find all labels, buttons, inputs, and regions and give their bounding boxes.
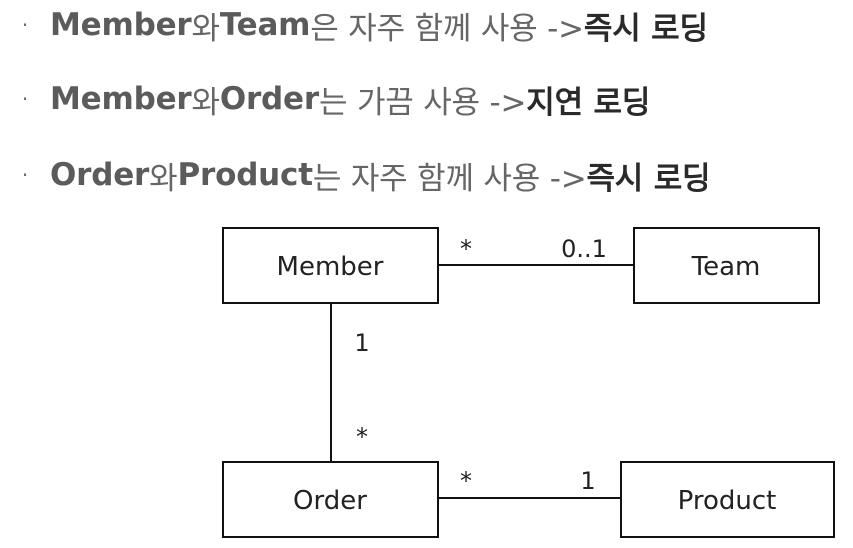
bullet-marker: · [21, 13, 29, 37]
entity-box [222, 461, 439, 538]
bullet-entity-b: Product [177, 157, 313, 193]
bullet-entity-a: Member [50, 7, 192, 43]
multiplicity-member-team-member-end: * [460, 235, 472, 263]
entity-box [633, 227, 820, 304]
bullet-description: 은 자주 함께 사용 -> [310, 10, 584, 47]
multiplicity-member-order-member-end: 1 [354, 329, 369, 357]
entity-member[interactable]: Member [222, 227, 439, 304]
entity-product[interactable]: Product [620, 461, 835, 538]
bullet-connector: 와 [191, 84, 220, 121]
bullet-entity-b: Team [219, 7, 311, 43]
multiplicity-order-product-order-end: * [460, 467, 472, 495]
bullet-item-order-product: · Order 와 Product 는 자주 함께 사용 -> 즉시 로딩 [0, 151, 711, 199]
bullet-marker: · [21, 87, 29, 111]
multiplicity-order-product-product-end: 1 [580, 467, 595, 495]
entity-order[interactable]: Order [222, 461, 439, 538]
bullet-description: 는 가끔 사용 -> [318, 84, 527, 121]
bullet-item-member-team: · Member 와 Team 은 자주 함께 사용 -> 즉시 로딩 [0, 1, 708, 49]
entity-label: Product [678, 486, 777, 516]
entity-label: Order [293, 486, 367, 516]
bullet-loading-strategy: 즉시 로딩 [583, 10, 708, 47]
entity-label: Member [277, 252, 384, 282]
bullet-connector: 와 [191, 10, 220, 47]
entity-label: Team [691, 252, 761, 282]
entity-box [222, 227, 439, 304]
bullet-entity-b: Order [219, 81, 319, 117]
multiplicity-member-order-order-end: * [356, 423, 368, 451]
bullet-connector: 와 [149, 160, 178, 197]
bullet-entity-a: Member [50, 81, 192, 117]
bullet-entity-a: Order [50, 157, 150, 193]
bullet-marker: · [21, 163, 29, 187]
multiplicity-member-team-team-end: 0..1 [561, 235, 607, 263]
entity-team[interactable]: Team [633, 227, 820, 304]
entity-box [620, 461, 835, 538]
bullet-loading-strategy: 지연 로딩 [526, 84, 651, 121]
bullet-loading-strategy: 즉시 로딩 [586, 160, 711, 197]
bullet-item-member-order: · Member 와 Order 는 가끔 사용 -> 지연 로딩 [0, 75, 650, 123]
bullet-description: 는 자주 함께 사용 -> [312, 160, 587, 197]
